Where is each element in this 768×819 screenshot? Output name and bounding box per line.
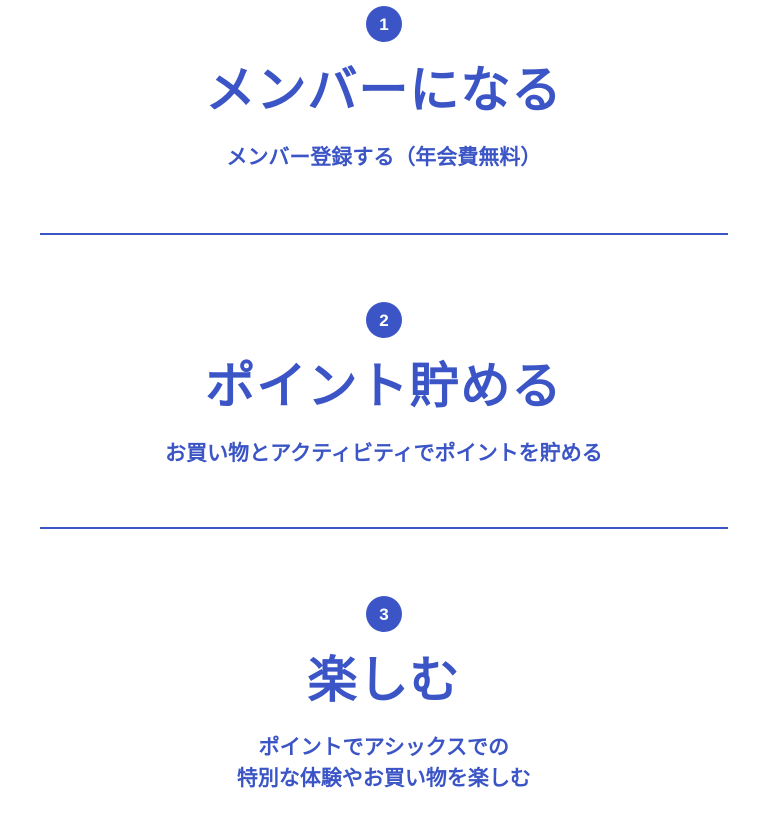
step-title: メンバーになる xyxy=(205,61,563,119)
step-description-line: 特別な体験やお買い物を楽しむ xyxy=(237,766,531,790)
section-divider xyxy=(40,527,728,529)
step-1: 1 メンバーになる メンバー登録する（年会費無料） xyxy=(0,6,768,173)
step-title: 楽しむ xyxy=(307,651,461,709)
step-description-line: ポイントでアシックスでの xyxy=(258,735,510,759)
step-number-badge: 2 xyxy=(366,302,402,338)
step-description: メンバー登録する（年会費無料） xyxy=(0,142,768,173)
step-description-line: お買い物とアクティビティでポイントを貯める xyxy=(165,441,603,465)
step-number-badge: 1 xyxy=(366,6,402,42)
step-number-badge: 3 xyxy=(366,596,402,632)
step-3: 3 楽しむ ポイントでアシックスでの 特別な体験やお買い物を楽しむ xyxy=(0,596,768,794)
step-2: 2 ポイント貯める お買い物とアクティビティでポイントを貯める xyxy=(0,302,768,469)
step-title: ポイント貯める xyxy=(205,357,563,415)
step-description: ポイントでアシックスでの 特別な体験やお買い物を楽しむ xyxy=(0,732,768,794)
step-description: お買い物とアクティビティでポイントを貯める xyxy=(0,438,768,469)
section-divider xyxy=(40,233,728,235)
step-description-line: メンバー登録する（年会費無料） xyxy=(226,145,542,169)
